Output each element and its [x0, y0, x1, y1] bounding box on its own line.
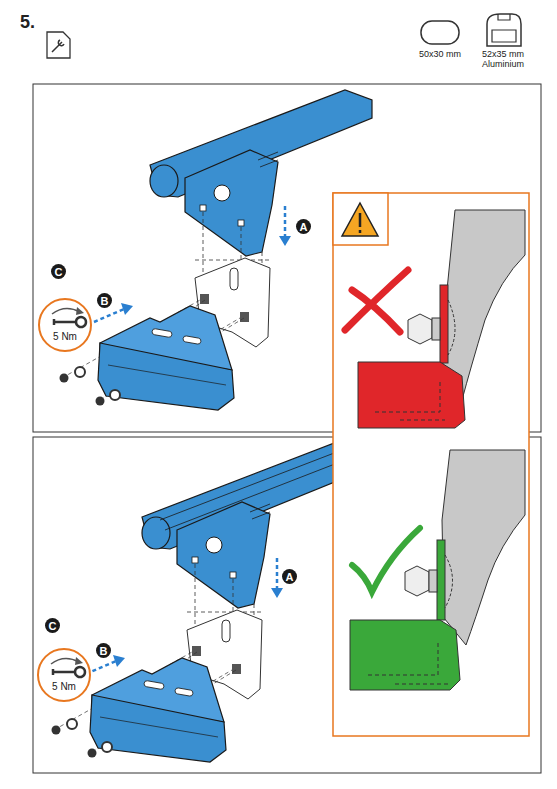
callout-circle: A [282, 569, 297, 584]
step-number: 5. [20, 12, 35, 33]
torque-value: 5 Nm [53, 331, 77, 342]
wrench-icon [39, 650, 89, 700]
callout-circle: A [296, 219, 311, 234]
roof-bar-foot [60, 90, 373, 410]
aluminium-profile [487, 14, 521, 46]
callout-circle: B [96, 643, 111, 658]
wrench-icon [40, 300, 90, 350]
callout-letter: A [300, 221, 308, 233]
dimension: 50x30 mm [410, 50, 470, 60]
doc-wrench-icon [47, 32, 70, 58]
torque-circle: 5 Nm [38, 298, 92, 352]
callout-letter: C [49, 620, 57, 632]
callout-letter: A [286, 571, 294, 583]
callout-letter: C [55, 266, 63, 278]
torque-circle: 5 Nm [37, 648, 91, 702]
roof-bar-foot [52, 442, 365, 762]
warning-panel [333, 193, 529, 736]
panel [33, 84, 541, 432]
dimension: 52x35 mm Aluminium [478, 50, 528, 70]
callout-circle: C [51, 264, 66, 279]
callout-circle: C [45, 618, 60, 633]
profile-groove [160, 445, 358, 530]
callout-letter: B [100, 645, 108, 657]
callout-letter: B [101, 295, 109, 307]
oval-profile [421, 21, 459, 44]
torque-value: 5 Nm [52, 681, 76, 692]
callout-circle: B [97, 293, 112, 308]
